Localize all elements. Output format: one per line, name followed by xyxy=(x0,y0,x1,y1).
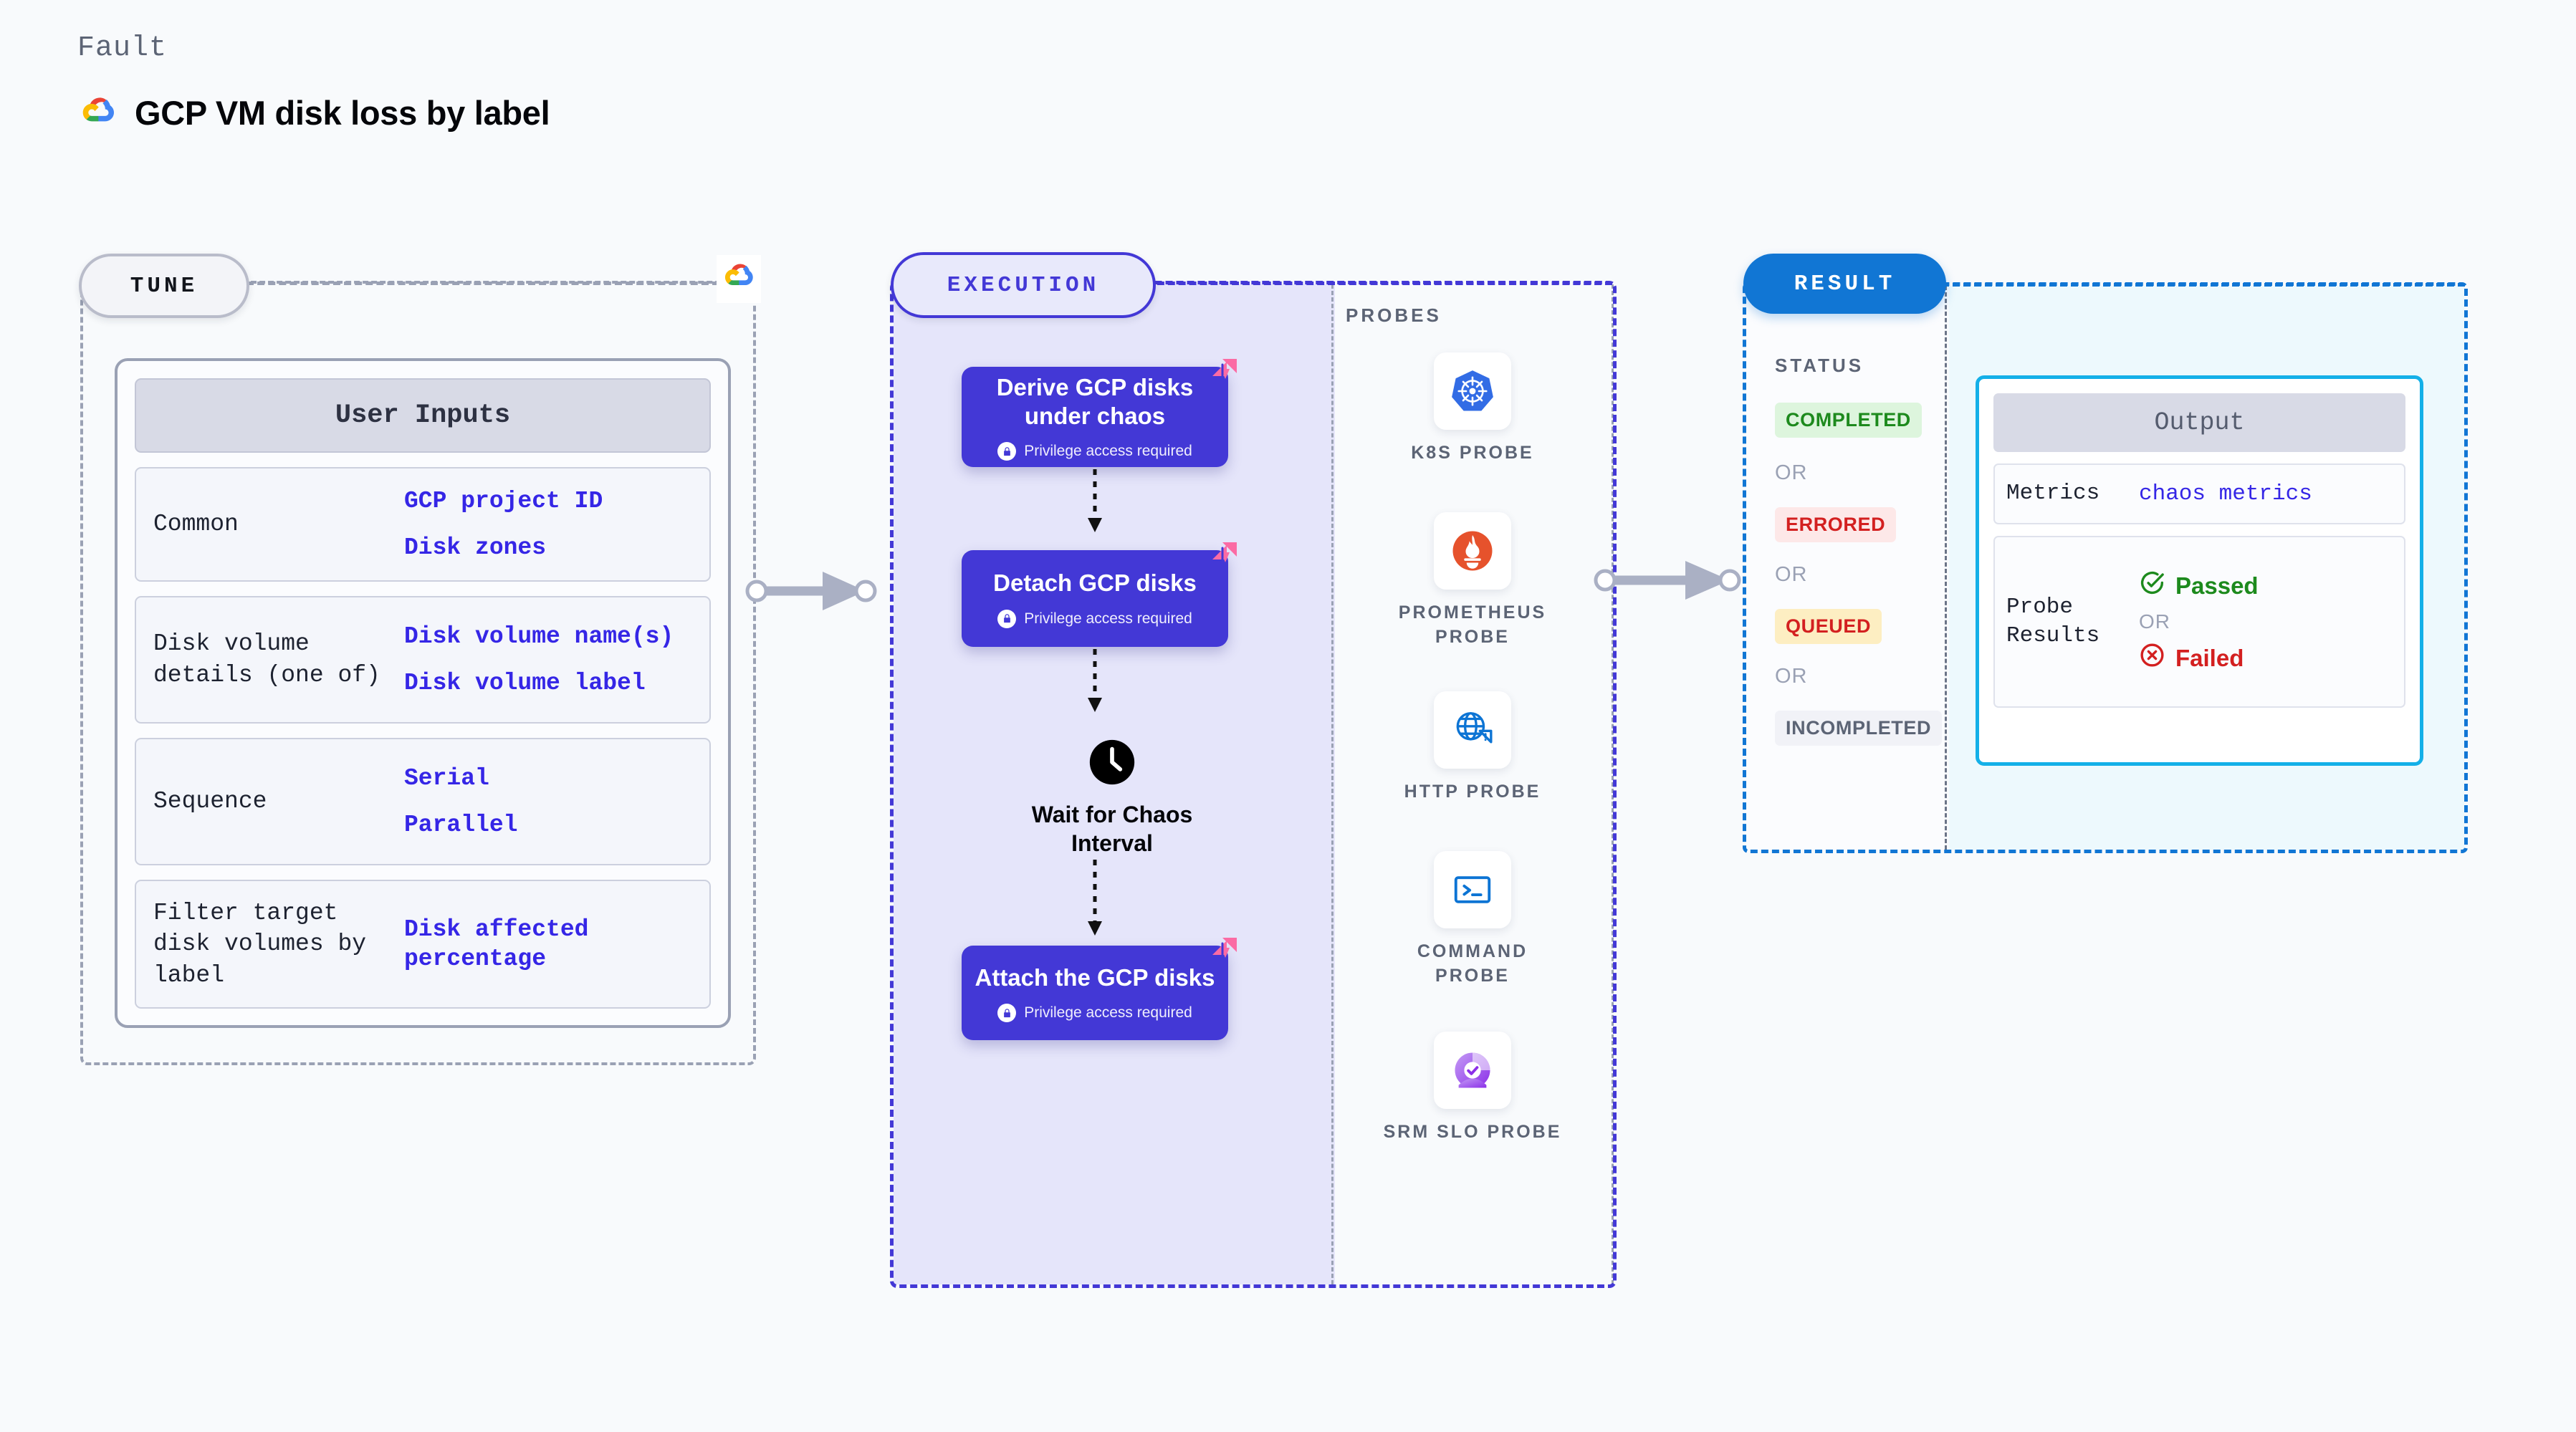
probe-item-srm-slo[interactable]: SRM SLO PROBE xyxy=(1331,1032,1614,1145)
tune-row-label: Disk volume details (one of) xyxy=(153,630,380,688)
execution-arrow xyxy=(1088,469,1102,532)
probe-label: K8S PROBE xyxy=(1411,443,1534,463)
page-title: GCP VM disk loss by label xyxy=(135,93,550,132)
probes-title: PROBES xyxy=(1346,304,1442,326)
tune-row: Common GCP project ID Disk zones xyxy=(135,467,711,582)
connector-execution-to-result xyxy=(1594,561,1741,600)
probe-item-k8s[interactable]: K8S PROBE xyxy=(1331,352,1614,466)
probe-item-prometheus[interactable]: PROMETHEUS PROBE xyxy=(1331,512,1614,650)
result-badge[interactable]: RESULT xyxy=(1743,254,1946,314)
tune-row-values: Serial Parallel xyxy=(404,764,517,840)
result-badge-connector xyxy=(1942,283,2465,287)
status-badge-completed: COMPLETED xyxy=(1775,403,1922,438)
execution-arrow xyxy=(1088,649,1102,712)
status-badge-errored: ERRORED xyxy=(1775,507,1897,542)
fault-title-row: GCP VM disk loss by label xyxy=(77,92,550,133)
execution-node[interactable]: Detach GCP disks Privilege access requir… xyxy=(962,542,1237,647)
privilege-note-text: Privilege access required xyxy=(1024,443,1192,460)
privilege-note-text: Privilege access required xyxy=(1024,1004,1192,1022)
tune-value[interactable]: Disk volume name(s) xyxy=(404,623,674,650)
status-or-label: OR xyxy=(1775,665,1808,688)
tune-value[interactable]: GCP project ID xyxy=(404,487,603,514)
terminal-icon xyxy=(1434,851,1511,928)
output-card: Output Metrics chaos metrics Probe Resul… xyxy=(1976,375,2423,766)
probe-results-list: Passed OR Failed xyxy=(2139,570,2259,674)
clock-icon xyxy=(1088,738,1136,790)
output-probe-results-label: Probe Results xyxy=(2006,594,2100,648)
execution-node-title: Attach the GCP disks xyxy=(975,964,1215,991)
tune-row-values: GCP project ID Disk zones xyxy=(404,486,603,563)
connector-tune-to-execution xyxy=(745,572,877,610)
lock-icon xyxy=(997,609,1017,628)
user-inputs-card: User Inputs Common GCP project ID Disk z… xyxy=(115,358,731,1028)
tune-value[interactable]: Disk affected percentage xyxy=(404,916,589,972)
lock-icon xyxy=(997,442,1017,461)
execution-node[interactable]: Derive GCP disks under chaos Privilege a… xyxy=(962,359,1237,467)
check-circle-icon xyxy=(2139,570,2165,602)
privilege-note: Privilege access required xyxy=(997,1004,1192,1023)
tune-badge[interactable]: TUNE xyxy=(79,254,249,318)
tune-value[interactable]: Parallel xyxy=(404,812,518,838)
user-inputs-title: User Inputs xyxy=(135,378,711,453)
tune-row-label: Filter target disk volumes by label xyxy=(153,899,367,989)
probe-result-or-label: OR xyxy=(2139,610,2170,633)
tune-row-values: Disk affected percentage xyxy=(404,915,699,974)
tune-row: Sequence Serial Parallel xyxy=(135,738,711,865)
probe-label: HTTP PROBE xyxy=(1404,782,1541,802)
execution-node[interactable]: Attach the GCP disks Privilege access re… xyxy=(962,938,1237,1040)
wait-for-chaos-interval-node: Wait for Chaos Interval xyxy=(1005,738,1220,857)
prometheus-icon xyxy=(1434,512,1511,590)
result-status-column xyxy=(1746,286,1947,850)
output-row-metrics: Metrics chaos metrics xyxy=(1993,463,2405,524)
probe-result-passed-label: Passed xyxy=(2175,572,2259,599)
execution-arrow xyxy=(1088,860,1102,936)
probe-result-passed: Passed xyxy=(2139,570,2259,602)
probe-result-failed-label: Failed xyxy=(2175,644,2244,671)
tune-row: Filter target disk volumes by label Disk… xyxy=(135,880,711,1009)
status-badge-incompleted: INCOMPLETED xyxy=(1775,711,1943,746)
probe-label: SRM SLO PROBE xyxy=(1383,1122,1562,1142)
gcp-logo-icon xyxy=(77,92,119,133)
http-globe-warning-icon xyxy=(1434,691,1511,769)
tune-value[interactable]: Serial xyxy=(404,764,489,792)
kubernetes-icon xyxy=(1434,352,1511,430)
execution-node-title: Derive GCP disks under chaos xyxy=(996,373,1194,429)
probe-result-failed: Failed xyxy=(2139,642,2259,674)
fault-kicker: Fault xyxy=(77,32,168,64)
srm-slo-icon xyxy=(1434,1032,1511,1109)
execution-node-title: Detach GCP disks xyxy=(993,570,1197,597)
privilege-note-text: Privilege access required xyxy=(1024,610,1192,627)
status-title: STATUS xyxy=(1775,355,1864,376)
output-row-probe-results: Probe Results Passed OR xyxy=(1993,536,2405,708)
tune-row-label: Sequence xyxy=(153,788,267,815)
privilege-note: Privilege access required xyxy=(997,442,1192,461)
probe-item-command[interactable]: COMMAND PROBE xyxy=(1331,851,1614,989)
tune-value[interactable]: Disk volume label xyxy=(404,670,646,696)
probes-subpanel xyxy=(1331,284,1614,1284)
litmus-flag-icon xyxy=(1205,355,1240,393)
x-circle-icon xyxy=(2139,642,2165,674)
tune-row-values: Disk volume name(s) Disk volume label xyxy=(404,622,674,698)
privilege-note: Privilege access required xyxy=(997,609,1192,628)
litmus-flag-icon xyxy=(1205,538,1240,576)
tune-provider-gcp-icon xyxy=(717,255,761,303)
tune-badge-connector xyxy=(246,282,719,285)
tune-row-label: Common xyxy=(153,511,239,538)
tune-value[interactable]: Disk zones xyxy=(404,534,547,561)
probe-item-http[interactable]: HTTP PROBE xyxy=(1331,691,1614,804)
probe-label: COMMAND PROBE xyxy=(1417,941,1528,986)
probe-label: PROMETHEUS PROBE xyxy=(1398,602,1547,647)
status-or-label: OR xyxy=(1775,461,1808,484)
output-title: Output xyxy=(1993,393,2405,452)
status-badge-queued: QUEUED xyxy=(1775,609,1882,644)
tune-row: Disk volume details (one of) Disk volume… xyxy=(135,596,711,724)
execution-badge-connector xyxy=(1146,282,1612,285)
lock-icon xyxy=(997,1004,1017,1023)
execution-badge[interactable]: EXECUTION xyxy=(891,252,1156,318)
output-metrics-value[interactable]: chaos metrics xyxy=(2139,481,2312,506)
litmus-flag-icon xyxy=(1205,933,1240,971)
status-or-label: OR xyxy=(1775,563,1808,586)
output-metrics-label: Metrics xyxy=(2006,481,2100,506)
wait-node-label: Wait for Chaos Interval xyxy=(1031,802,1193,856)
